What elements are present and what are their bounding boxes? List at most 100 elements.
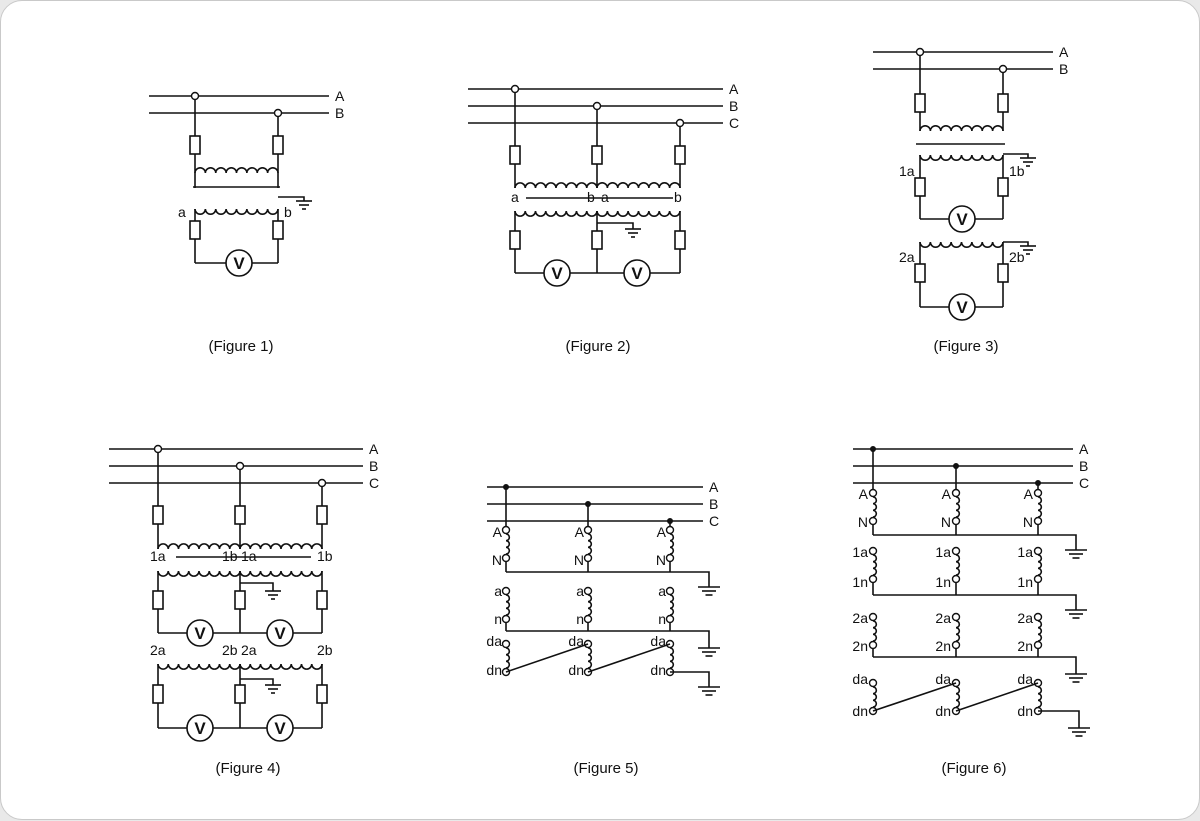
winding-coil — [955, 554, 961, 576]
fuse — [674, 230, 686, 250]
tap-point — [868, 612, 878, 622]
junction-dot — [667, 518, 673, 524]
winding-coil — [596, 182, 681, 189]
terminal-label: 2a — [852, 610, 868, 626]
fuse — [272, 220, 284, 240]
fuse — [316, 590, 328, 610]
terminal-label: da — [486, 633, 502, 649]
winding-coil — [505, 594, 511, 616]
terminal-label: a — [511, 189, 519, 205]
winding-coil — [669, 647, 675, 669]
winding-coil — [1037, 496, 1043, 518]
terminal-label: n — [576, 611, 584, 627]
terminal-label: 1b — [1009, 163, 1025, 179]
wire — [506, 571, 710, 587]
winding-coil — [872, 554, 878, 576]
fuse — [591, 145, 603, 165]
terminal-label: A — [493, 524, 503, 540]
tap-point — [592, 101, 602, 111]
tap-point — [235, 461, 245, 471]
fuse — [914, 263, 926, 283]
winding-coil — [587, 533, 593, 555]
wire — [240, 582, 274, 591]
tap-point — [675, 118, 685, 128]
figure-caption: (Figure 5) — [573, 760, 638, 777]
terminal-label: 1a — [935, 544, 951, 560]
tap-point — [665, 553, 675, 563]
terminal-label: dn — [935, 703, 951, 719]
tap-point — [868, 574, 878, 584]
bus-label: A — [1059, 44, 1069, 60]
terminal-label: A — [1024, 486, 1034, 502]
winding-coil — [872, 620, 878, 642]
bus-label: B — [729, 98, 738, 114]
bus-label: C — [709, 513, 719, 529]
fuse — [674, 145, 686, 165]
tap-point — [583, 525, 593, 535]
junction-dot — [1035, 480, 1041, 486]
tap-point — [273, 108, 283, 118]
fuse — [997, 263, 1009, 283]
terminal-label: 1b — [317, 548, 333, 564]
tap-point — [190, 91, 200, 101]
terminal-label: da — [1017, 671, 1033, 687]
tap-point — [501, 553, 511, 563]
tap-point — [1033, 546, 1043, 556]
terminal-label: 1b — [222, 548, 238, 564]
fuse — [591, 230, 603, 250]
tap-point — [915, 47, 925, 57]
tap-point — [951, 546, 961, 556]
bus-label: C — [369, 475, 379, 491]
fuse — [189, 135, 201, 155]
terminal-label: dn — [1017, 703, 1033, 719]
winding-coil — [239, 663, 323, 670]
voltmeter — [225, 249, 253, 277]
terminal-label: 2a — [899, 249, 915, 265]
winding-coil — [194, 167, 279, 174]
tap-point — [501, 525, 511, 535]
terminal-label: a — [178, 204, 186, 220]
terminal-label: 2b — [222, 642, 238, 658]
wire — [1038, 710, 1080, 728]
figure-caption: (Figure 2) — [565, 338, 630, 355]
winding-coil — [669, 533, 675, 555]
tap-point — [583, 614, 593, 624]
tap-point — [665, 614, 675, 624]
terminal-label: 2a — [1017, 610, 1033, 626]
terminal-label: N — [858, 514, 868, 530]
winding-coil — [514, 210, 598, 217]
bus-label: A — [729, 81, 739, 97]
terminal-label: 1a — [241, 548, 257, 564]
tap-point — [998, 64, 1008, 74]
figure-6: ABCAN1a1n2a2ndadnAN1a1n2a2ndadnAN1a1n2a2… — [852, 441, 1090, 777]
voltmeter-label: V — [274, 719, 286, 738]
terminal-label: a — [601, 189, 609, 205]
fuse — [152, 684, 164, 704]
figure-caption: (Figure 3) — [933, 338, 998, 355]
voltmeter — [266, 714, 294, 742]
tap-point — [317, 478, 327, 488]
terminal-label: 1a — [899, 163, 915, 179]
winding-coil — [872, 686, 878, 708]
winding-coil — [194, 208, 279, 215]
voltmeter — [948, 293, 976, 321]
terminal-label: 2n — [852, 638, 868, 654]
voltmeter-label: V — [551, 264, 563, 283]
winding-coil — [669, 594, 675, 616]
terminal-label: N — [656, 552, 666, 568]
fuse — [997, 93, 1009, 113]
terminal-label: n — [494, 611, 502, 627]
winding-coil — [157, 663, 241, 670]
voltmeter — [266, 619, 294, 647]
terminal-label: N — [941, 514, 951, 530]
junction-dot — [585, 501, 591, 507]
winding-coil — [157, 543, 241, 550]
tap-point — [868, 678, 878, 688]
winding-coil — [239, 543, 323, 550]
winding-coil — [919, 241, 1004, 248]
terminal-label: a — [494, 583, 502, 599]
wire — [278, 196, 305, 201]
